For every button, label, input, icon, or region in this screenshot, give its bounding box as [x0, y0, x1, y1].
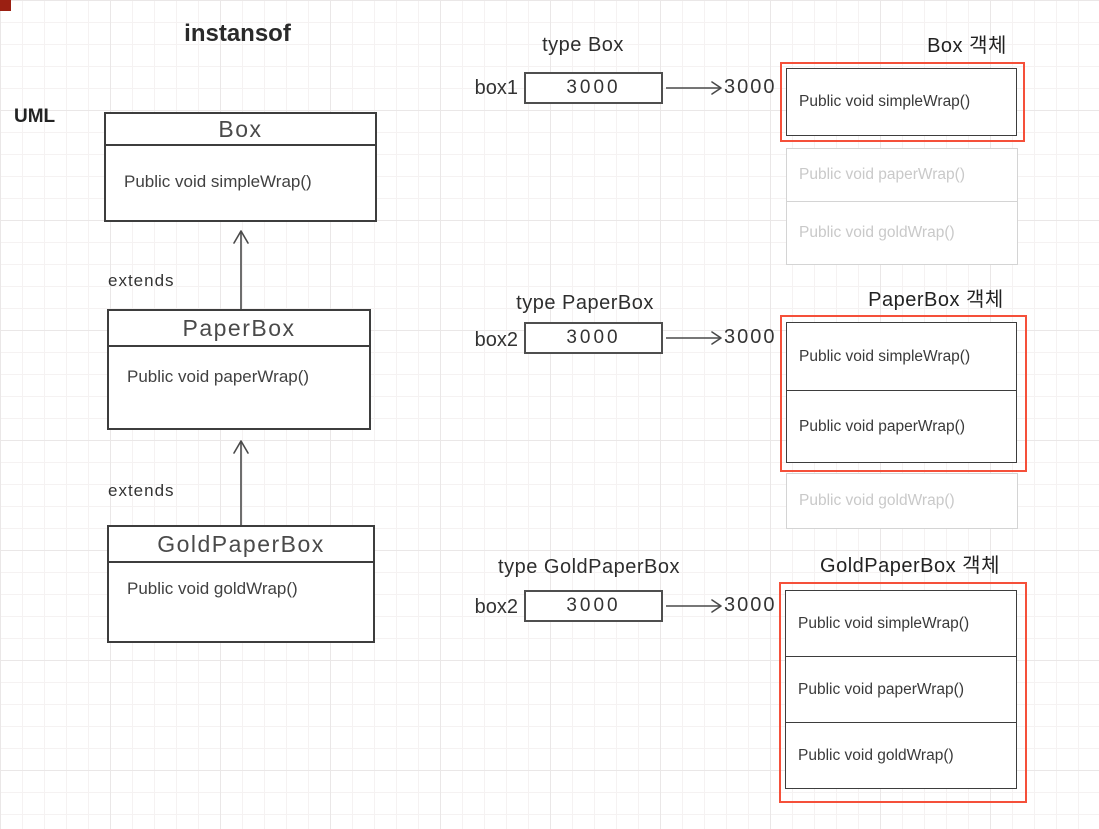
uml-class-box: Box Public void simpleWrap()	[104, 112, 377, 222]
class-name: PaperBox	[109, 311, 369, 347]
accessible-methods-stack: Public void simpleWrap() Public void pap…	[785, 590, 1017, 789]
address-value: 3000	[724, 326, 777, 348]
variable-name: box2	[474, 596, 518, 618]
object-method-cell: Public void simpleWrap()	[786, 68, 1017, 136]
object-method-cell: Public void paperWrap()	[787, 390, 1016, 462]
reference-value-box: 3000	[524, 590, 663, 622]
accessible-methods-stack: Public void simpleWrap() Public void pap…	[786, 322, 1017, 463]
pointer-arrow-icon	[666, 331, 722, 345]
object-method-cell: Public void paperWrap()	[786, 656, 1016, 722]
extends-label: extends	[108, 481, 175, 500]
object-method-cell: Public void simpleWrap()	[786, 591, 1016, 656]
type-label: type GoldPaperBox	[498, 556, 680, 578]
variable-name: box2	[474, 329, 518, 351]
extends-arrow-icon	[233, 440, 249, 525]
class-method: Public void simpleWrap()	[124, 172, 312, 191]
uml-class-goldpaperbox: GoldPaperBox Public void goldWrap()	[107, 525, 375, 643]
object-method-cell: Public void goldWrap()	[787, 201, 1017, 264]
pointer-arrow-icon	[666, 599, 722, 613]
accessible-highlight-rect	[780, 62, 1025, 142]
extends-label: extends	[108, 271, 175, 290]
reference-value: 3000	[566, 77, 621, 98]
type-label: type PaperBox	[516, 292, 654, 314]
uml-section-label: UML	[14, 106, 56, 127]
inaccessible-methods-stack: Public void paperWrap() Public void gold…	[786, 148, 1018, 265]
variable-name: box1	[474, 77, 518, 99]
uml-class-paperbox: PaperBox Public void paperWrap()	[107, 309, 371, 430]
page-title: instansof	[184, 20, 291, 47]
class-method: Public void paperWrap()	[127, 367, 310, 386]
reference-value: 3000	[566, 327, 621, 348]
object-title: Box 객체	[927, 35, 1007, 57]
address-value: 3000	[724, 76, 777, 98]
accessible-highlight-rect	[779, 582, 1027, 803]
object-title: GoldPaperBox 객체	[820, 555, 1000, 577]
type-label: type Box	[542, 34, 624, 56]
object-title: PaperBox 객체	[868, 289, 1004, 311]
object-method-cell: Public void paperWrap()	[787, 149, 1017, 201]
address-value: 3000	[724, 594, 777, 616]
corner-marker	[0, 0, 11, 11]
extends-arrow-icon	[233, 230, 249, 309]
reference-value-box: 3000	[524, 322, 663, 354]
class-name: Box	[106, 114, 375, 146]
class-name: GoldPaperBox	[109, 527, 373, 563]
class-method: Public void goldWrap()	[127, 579, 298, 598]
object-method-cell: Public void goldWrap()	[786, 722, 1016, 788]
pointer-arrow-icon	[666, 81, 722, 95]
reference-value: 3000	[566, 595, 621, 616]
accessible-highlight-rect	[780, 315, 1027, 472]
reference-value-box: 3000	[524, 72, 663, 104]
object-method-cell: Public void goldWrap()	[786, 473, 1018, 529]
object-method-cell: Public void simpleWrap()	[787, 323, 1016, 390]
